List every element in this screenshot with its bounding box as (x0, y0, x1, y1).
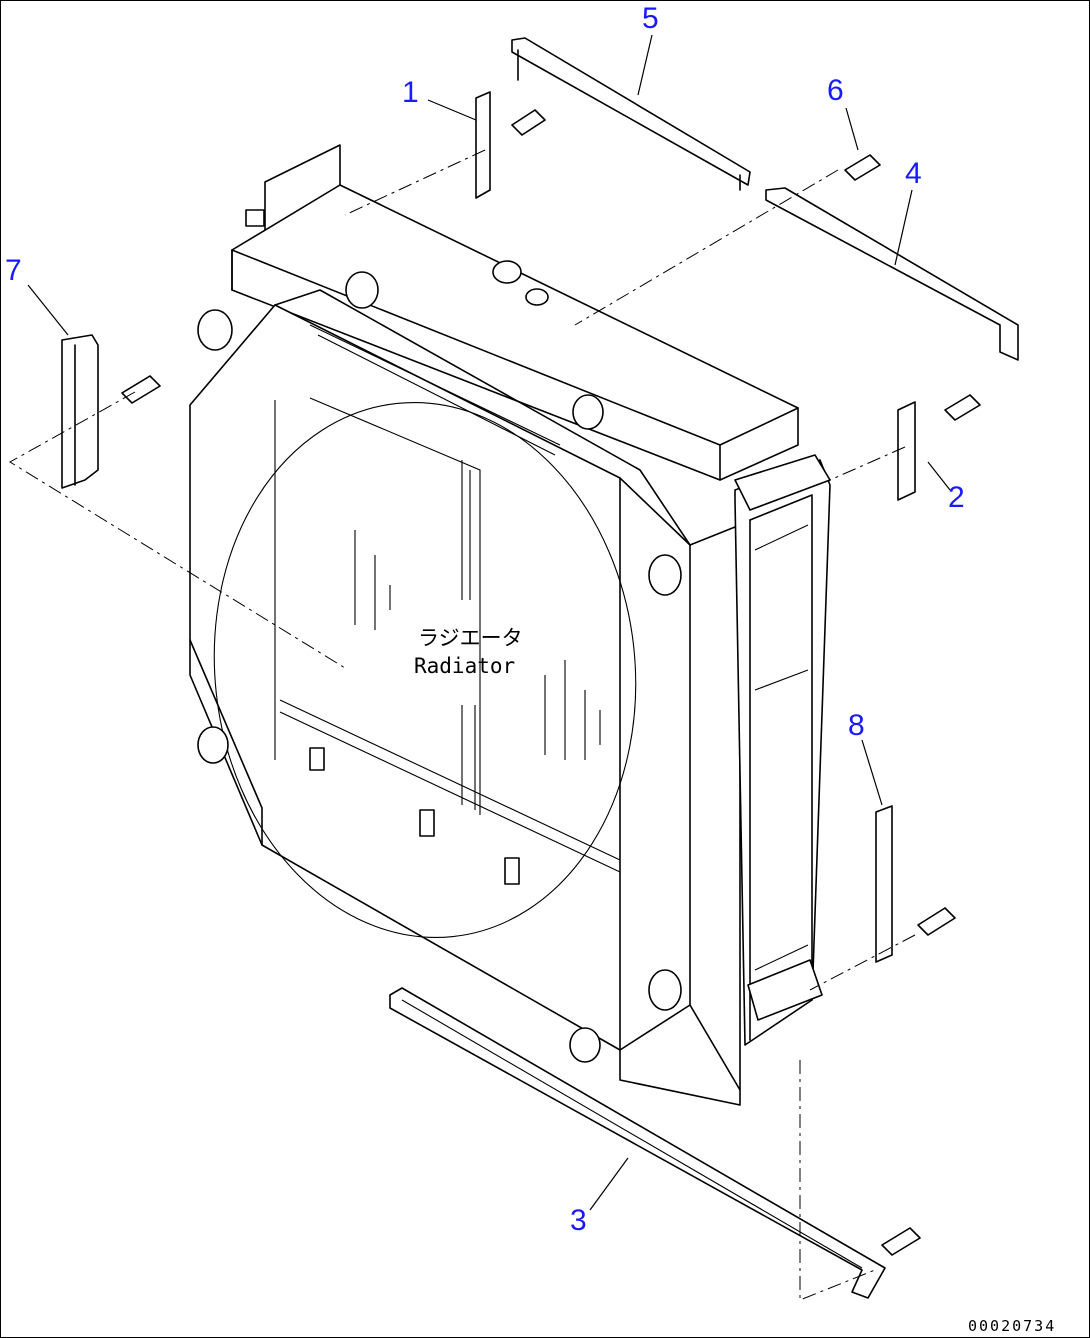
pipe-nozzles (197, 260, 682, 1063)
part-8-bracket (875, 805, 893, 963)
bolts (121, 109, 981, 1256)
callout-2: 2 (948, 481, 965, 514)
fan-opening (213, 402, 637, 938)
upper-tank (231, 144, 799, 481)
part-3-bar (389, 987, 886, 1299)
radiator-label-english: Radiator (414, 654, 515, 678)
callout-4: 4 (905, 157, 922, 190)
radiator-core (274, 324, 621, 885)
center-lines (9, 149, 916, 1301)
part-7-bracket (61, 334, 99, 489)
callout-1: 1 (402, 76, 419, 109)
callout-6: 6 (827, 74, 844, 107)
oil-cooler (734, 454, 831, 1046)
callout-7: 7 (5, 254, 22, 287)
callout-8: 8 (848, 709, 865, 742)
leader-lines (27, 34, 951, 1211)
part-4-bracket (765, 187, 1019, 361)
part-2-strap (897, 401, 916, 501)
part-5-bracket (511, 37, 751, 191)
callout-3: 3 (570, 1204, 587, 1237)
radiator-label-japanese: ラジエータ (418, 626, 523, 650)
callout-5: 5 (642, 2, 659, 35)
drawing-code: 00020734 (968, 1317, 1056, 1335)
part-1-strap (475, 91, 491, 199)
